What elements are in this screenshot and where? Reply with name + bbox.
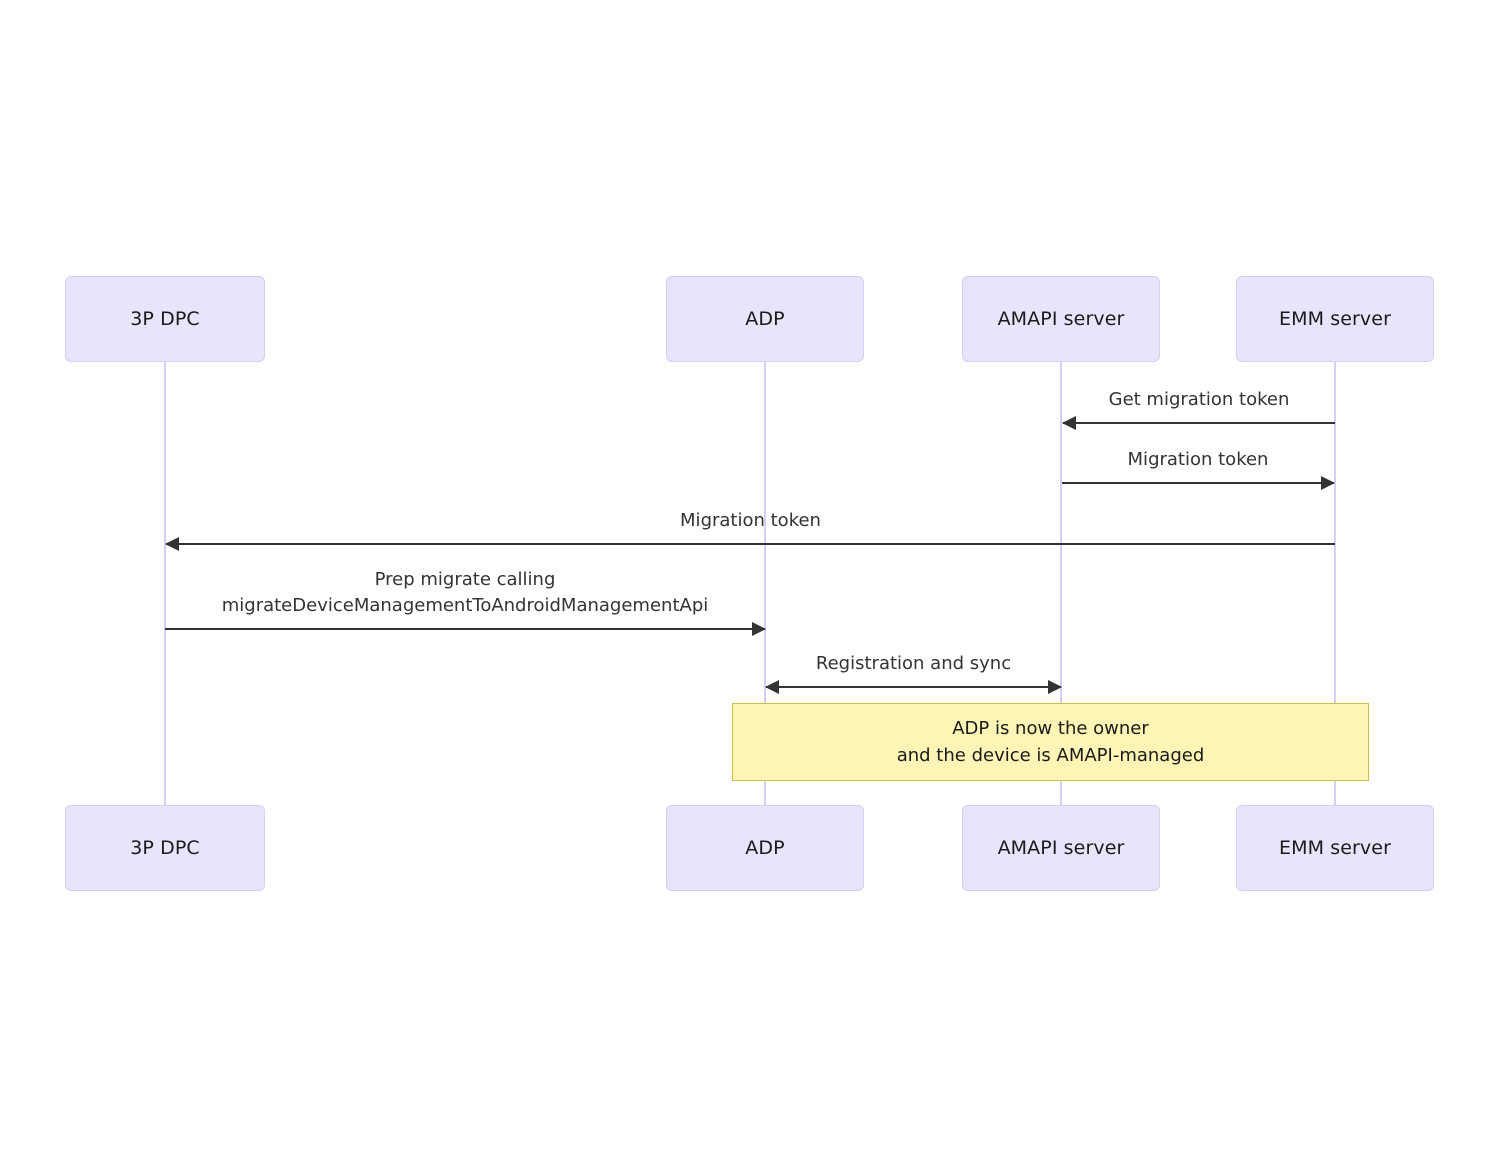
arrowhead-left-icon [165, 537, 179, 551]
message-line [166, 543, 1335, 545]
note-adp-owner: ADP is now the owner and the device is A… [732, 703, 1369, 781]
arrowhead-left-icon [1062, 416, 1076, 430]
message-line [1063, 422, 1335, 424]
participant-bottom-adp[interactable]: ADP [666, 805, 864, 891]
message-label: Registration and sync [815, 653, 1012, 674]
lifeline-emm-server [1334, 362, 1336, 806]
participant-top-emm-server[interactable]: EMM server [1236, 276, 1434, 362]
message-label: Get migration token [1108, 389, 1290, 410]
participant-bottom-3p-dpc[interactable]: 3P DPC [65, 805, 265, 891]
message-label: Migration token [1127, 449, 1269, 470]
participant-label: EMM server [1279, 837, 1391, 859]
message-line [766, 686, 1061, 688]
message-line [165, 628, 765, 630]
note-label: ADP is now the owner and the device is A… [896, 718, 1205, 766]
participant-label: ADP [745, 308, 785, 330]
message-label: Migration token [680, 510, 821, 531]
participant-label: EMM server [1279, 308, 1391, 330]
participant-top-amapi-server[interactable]: AMAPI server [962, 276, 1160, 362]
participant-top-adp[interactable]: ADP [666, 276, 864, 362]
participant-bottom-amapi-server[interactable]: AMAPI server [962, 805, 1160, 891]
arrowhead-right-icon [752, 622, 766, 636]
participant-label: AMAPI server [997, 837, 1125, 859]
participant-label: ADP [745, 837, 785, 859]
participant-label: AMAPI server [997, 308, 1125, 330]
message-label: Prep migrate calling migrateDeviceManage… [221, 569, 709, 616]
arrowhead-right-icon [1321, 476, 1335, 490]
participant-bottom-emm-server[interactable]: EMM server [1236, 805, 1434, 891]
arrowhead-left-icon [765, 680, 779, 694]
participant-top-3p-dpc[interactable]: 3P DPC [65, 276, 265, 362]
lifeline-3p-dpc [164, 362, 166, 806]
message-line [1062, 482, 1334, 484]
lifeline-amapi-server [1060, 362, 1062, 806]
lifeline-adp [764, 362, 766, 806]
arrowhead-right-icon [1048, 680, 1062, 694]
participant-label: 3P DPC [130, 837, 200, 859]
participant-label: 3P DPC [130, 308, 200, 330]
